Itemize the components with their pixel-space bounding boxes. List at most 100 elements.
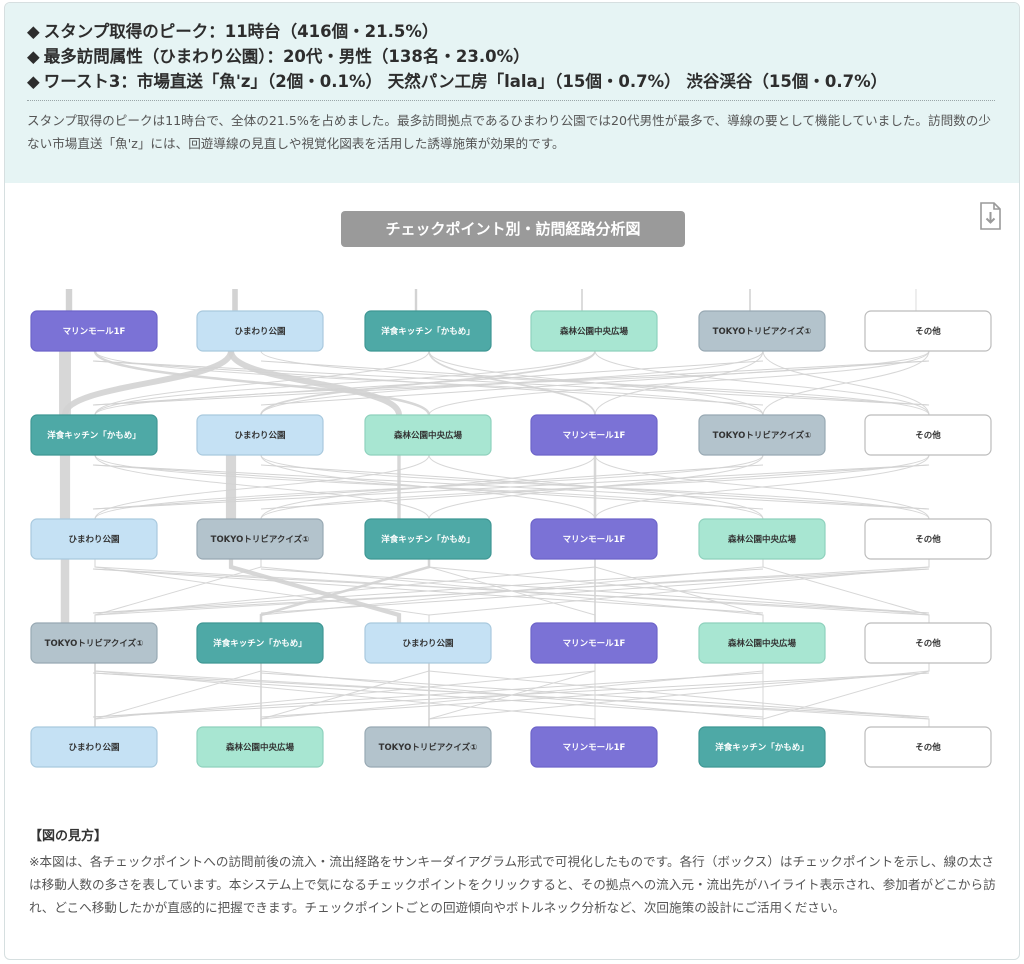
checkpoint-box[interactable] xyxy=(698,310,826,352)
checkpoint-box[interactable] xyxy=(30,726,158,768)
checkpoint-box[interactable] xyxy=(530,518,658,560)
checkpoint-node[interactable]: その他 xyxy=(864,414,992,456)
checkpoint-box[interactable] xyxy=(30,622,158,664)
checkpoint-box[interactable] xyxy=(364,726,492,768)
route-link xyxy=(762,663,930,727)
checkpoint-box[interactable] xyxy=(530,622,658,664)
checkpoint-box[interactable] xyxy=(196,518,324,560)
checkpoint-node[interactable]: 洋食キッチン「かもめ」 xyxy=(364,310,492,352)
checkpoint-label: 森林公園中央広場 xyxy=(394,430,463,441)
checkpoint-node[interactable]: マリンモール1F xyxy=(530,726,658,768)
legend-title: 【図の見方】 xyxy=(29,829,108,844)
checkpoint-box[interactable] xyxy=(364,622,492,664)
legend-section: 【図の見方】 ※本図は、各チェックポイントへの訪問前後の流入・流出経路をサンキー… xyxy=(29,825,1001,919)
checkpoint-label: ひまわり公園 xyxy=(402,639,453,649)
checkpoint-node[interactable]: ひまわり公園 xyxy=(30,518,158,560)
checkpoint-node[interactable]: マリンモール1F xyxy=(530,622,658,664)
checkpoint-box[interactable] xyxy=(698,622,826,664)
checkpoint-box[interactable] xyxy=(864,726,992,768)
checkpoint-box[interactable] xyxy=(30,310,158,352)
checkpoint-label: その他 xyxy=(915,534,941,545)
checkpoint-box[interactable] xyxy=(364,310,492,352)
checkpoint-node[interactable]: 森林公園中央広場 xyxy=(698,622,826,664)
checkpoint-box[interactable] xyxy=(698,518,826,560)
checkpoint-label: 洋食キッチン「かもめ」 xyxy=(47,430,141,441)
link-group-row-3 xyxy=(60,559,930,623)
checkpoint-box[interactable] xyxy=(196,310,324,352)
checkpoint-node[interactable]: 洋食キッチン「かもめ」 xyxy=(30,414,158,456)
checkpoint-box[interactable] xyxy=(196,414,324,456)
checkpoint-node[interactable]: TOKYOトリビアクイズ① xyxy=(30,622,158,664)
checkpoint-box[interactable] xyxy=(864,414,992,456)
checkpoint-box[interactable] xyxy=(698,726,826,768)
checkpoint-box[interactable] xyxy=(30,518,158,560)
route-link xyxy=(260,360,930,406)
checkpoint-node[interactable]: 森林公園中央広場 xyxy=(530,310,658,352)
route-link xyxy=(92,672,930,718)
checkpoint-node[interactable]: TOKYOトリビアクイズ① xyxy=(698,310,826,352)
checkpoint-node[interactable]: マリンモール1F xyxy=(530,518,658,560)
checkpoint-node[interactable]: 森林公園中央広場 xyxy=(364,414,492,456)
dotted-divider xyxy=(27,100,995,101)
summary-bullet-peak: ◆スタンプ取得のピーク：11時台（416個・21.5%） xyxy=(27,22,439,41)
checkpoint-node[interactable]: TOKYOトリビアクイズ① xyxy=(364,726,492,768)
summary-description: スタンプ取得のピークは11時台で、全体の21.5%を占めました。最多訪問拠点であ… xyxy=(27,113,991,151)
route-link xyxy=(594,559,764,623)
route-link xyxy=(92,360,764,406)
checkpoint-label: マリンモール1F xyxy=(63,327,126,337)
checkpoint-node[interactable]: 森林公園中央広場 xyxy=(196,726,324,768)
checkpoint-box[interactable] xyxy=(530,310,658,352)
checkpoint-box[interactable] xyxy=(364,518,492,560)
checkpoint-label: TOKYOトリビアクイズ① xyxy=(45,638,144,649)
checkpoint-box[interactable] xyxy=(196,622,324,664)
route-link xyxy=(260,464,930,510)
checkpoint-box[interactable] xyxy=(864,622,992,664)
checkpoint-box[interactable] xyxy=(530,414,658,456)
checkpoint-label: 森林公園中央広場 xyxy=(728,534,797,545)
checkpoint-node[interactable]: その他 xyxy=(864,310,992,352)
checkpoint-node[interactable]: その他 xyxy=(864,518,992,560)
diamond-bullet-icon: ◆ xyxy=(27,72,40,91)
checkpoint-node[interactable]: TOKYOトリビアクイズ① xyxy=(698,414,826,456)
checkpoint-box[interactable] xyxy=(196,726,324,768)
checkpoint-box[interactable] xyxy=(864,518,992,560)
checkpoint-node[interactable]: マリンモール1F xyxy=(530,414,658,456)
checkpoint-label: 洋食キッチン「かもめ」 xyxy=(213,638,307,649)
route-link xyxy=(92,672,764,718)
checkpoint-label: TOKYOトリビアクイズ① xyxy=(713,326,812,337)
route-link xyxy=(228,559,402,623)
checkpoint-node[interactable]: ひまわり公園 xyxy=(364,622,492,664)
checkpoint-box[interactable] xyxy=(364,414,492,456)
checkpoint-label: TOKYOトリビアクイズ① xyxy=(379,742,478,753)
checkpoint-node[interactable]: その他 xyxy=(864,622,992,664)
checkpoint-node[interactable]: 洋食キッチン「かもめ」 xyxy=(698,726,826,768)
link-group-row-2 xyxy=(59,454,930,520)
download-icon[interactable] xyxy=(973,199,1007,233)
checkpoint-box[interactable] xyxy=(530,726,658,768)
checkpoint-node[interactable]: 森林公園中央広場 xyxy=(698,518,826,560)
checkpoint-label: その他 xyxy=(915,638,941,649)
checkpoint-node[interactable]: TOKYOトリビアクイズ① xyxy=(196,518,324,560)
checkpoint-node[interactable]: マリンモール1F xyxy=(30,310,158,352)
checkpoint-label: 洋食キッチン「かもめ」 xyxy=(381,326,475,337)
checkpoint-box[interactable] xyxy=(864,310,992,352)
checkpoint-label: ひまわり公園 xyxy=(234,327,285,337)
legend-body: ※本図は、各チェックポイントへの訪問前後の流入・流出経路をサンキーダイアグラム形… xyxy=(29,854,996,915)
checkpoint-node[interactable]: 洋食キッチン「かもめ」 xyxy=(364,518,492,560)
checkpoint-node[interactable]: ひまわり公園 xyxy=(30,726,158,768)
checkpoint-node[interactable]: ひまわり公園 xyxy=(196,310,324,352)
checkpoint-label: 森林公園中央広場 xyxy=(728,638,797,649)
checkpoint-node[interactable]: その他 xyxy=(864,726,992,768)
checkpoint-label: マリンモール1F xyxy=(563,639,626,649)
checkpoint-node[interactable]: ひまわり公園 xyxy=(196,414,324,456)
checkpoint-node[interactable]: 洋食キッチン「かもめ」 xyxy=(196,622,324,664)
checkpoint-label: マリンモール1F xyxy=(563,535,626,545)
route-link xyxy=(92,568,930,614)
link-group-row-1 xyxy=(59,350,930,416)
checkpoint-box[interactable] xyxy=(698,414,826,456)
checkpoint-box[interactable] xyxy=(30,414,158,456)
checkpoint-label: その他 xyxy=(915,430,941,441)
route-link xyxy=(62,350,234,416)
checkpoint-label: マリンモール1F xyxy=(563,431,626,441)
